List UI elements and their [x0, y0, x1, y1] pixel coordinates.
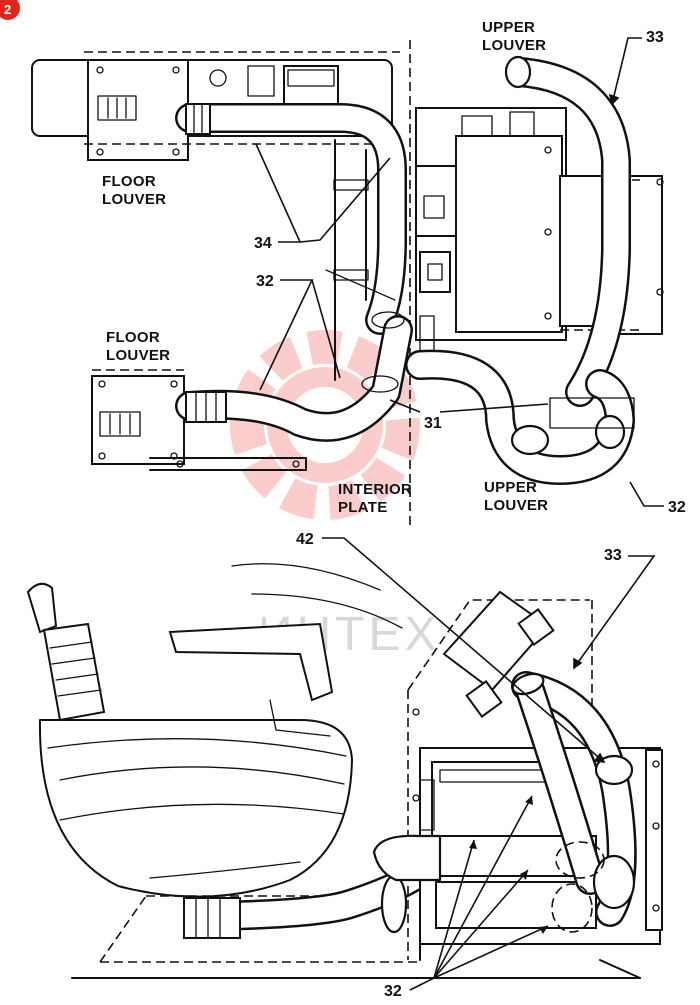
callout-42: 42 [296, 531, 314, 548]
operator-seat [38, 563, 403, 898]
callout-32-bottom: 32 [384, 983, 402, 1000]
floor-louver-lower-assembly [91, 369, 307, 471]
label-floor-louver-top-line2: LOUVER [102, 191, 166, 208]
label-upper-louver-top-line1: UPPER [482, 19, 535, 36]
callout-32-right: 32 [668, 499, 686, 516]
page-badge: 2 [0, 0, 20, 20]
label-interior-plate-line1: INTERIOR [338, 481, 412, 498]
upper-louver-bottom-view [442, 590, 555, 718]
label-upper-louver-bottom-line2: LOUVER [484, 497, 548, 514]
page-badge-number: 2 [4, 2, 11, 17]
label-upper-louver-bottom-line1: UPPER [484, 479, 537, 496]
label-upper-louver-top-line2: LOUVER [482, 37, 546, 54]
label-floor-louver-mid-line1: FLOOR [106, 329, 160, 346]
callout-33-top: 33 [646, 29, 664, 46]
callout-31: 31 [424, 415, 442, 432]
label-interior-plate-line2: PLATE [338, 499, 388, 516]
callout-34: 34 [254, 235, 272, 252]
joystick [26, 582, 106, 722]
label-floor-louver-top-line1: FLOOR [102, 173, 156, 190]
callout-33-bottom: 33 [604, 547, 622, 564]
duct-34-outer [175, 103, 407, 335]
label-floor-louver-mid-line2: LOUVER [106, 347, 170, 364]
callout-32-left: 32 [256, 273, 274, 290]
